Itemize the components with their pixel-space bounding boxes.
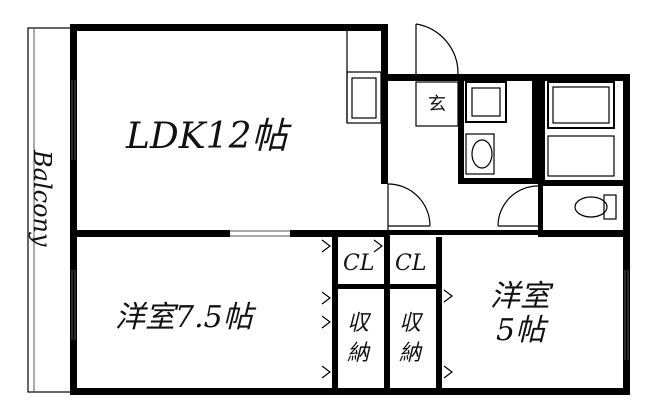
entrance-door bbox=[415, 23, 459, 127]
room-label-western-small-1: 洋室 bbox=[490, 279, 554, 314]
room-label-western-large: 洋室7.5帖 bbox=[115, 300, 257, 335]
entrance-label: 玄 bbox=[428, 94, 446, 115]
closet-label-right: CL bbox=[395, 251, 426, 276]
closet-doors bbox=[321, 239, 453, 379]
closet-label-left: CL bbox=[343, 251, 374, 276]
storage-label-right-2: 納 bbox=[399, 341, 423, 366]
storage-label-left-2: 納 bbox=[347, 341, 371, 366]
walls bbox=[70, 24, 630, 395]
door-swings bbox=[387, 183, 539, 230]
balcony-label: Balcony bbox=[28, 149, 56, 247]
storage-label-left-1: 収 bbox=[347, 311, 372, 336]
room-label-western-small-2: 5帖 bbox=[496, 313, 549, 348]
washroom-fixtures bbox=[465, 81, 615, 177]
kitchen-fixture bbox=[346, 31, 382, 124]
storage-label-right-1: 収 bbox=[399, 311, 424, 336]
windows bbox=[71, 80, 629, 360]
room-label-ldk: LDK12帖 bbox=[125, 116, 292, 157]
toilet bbox=[574, 194, 617, 220]
